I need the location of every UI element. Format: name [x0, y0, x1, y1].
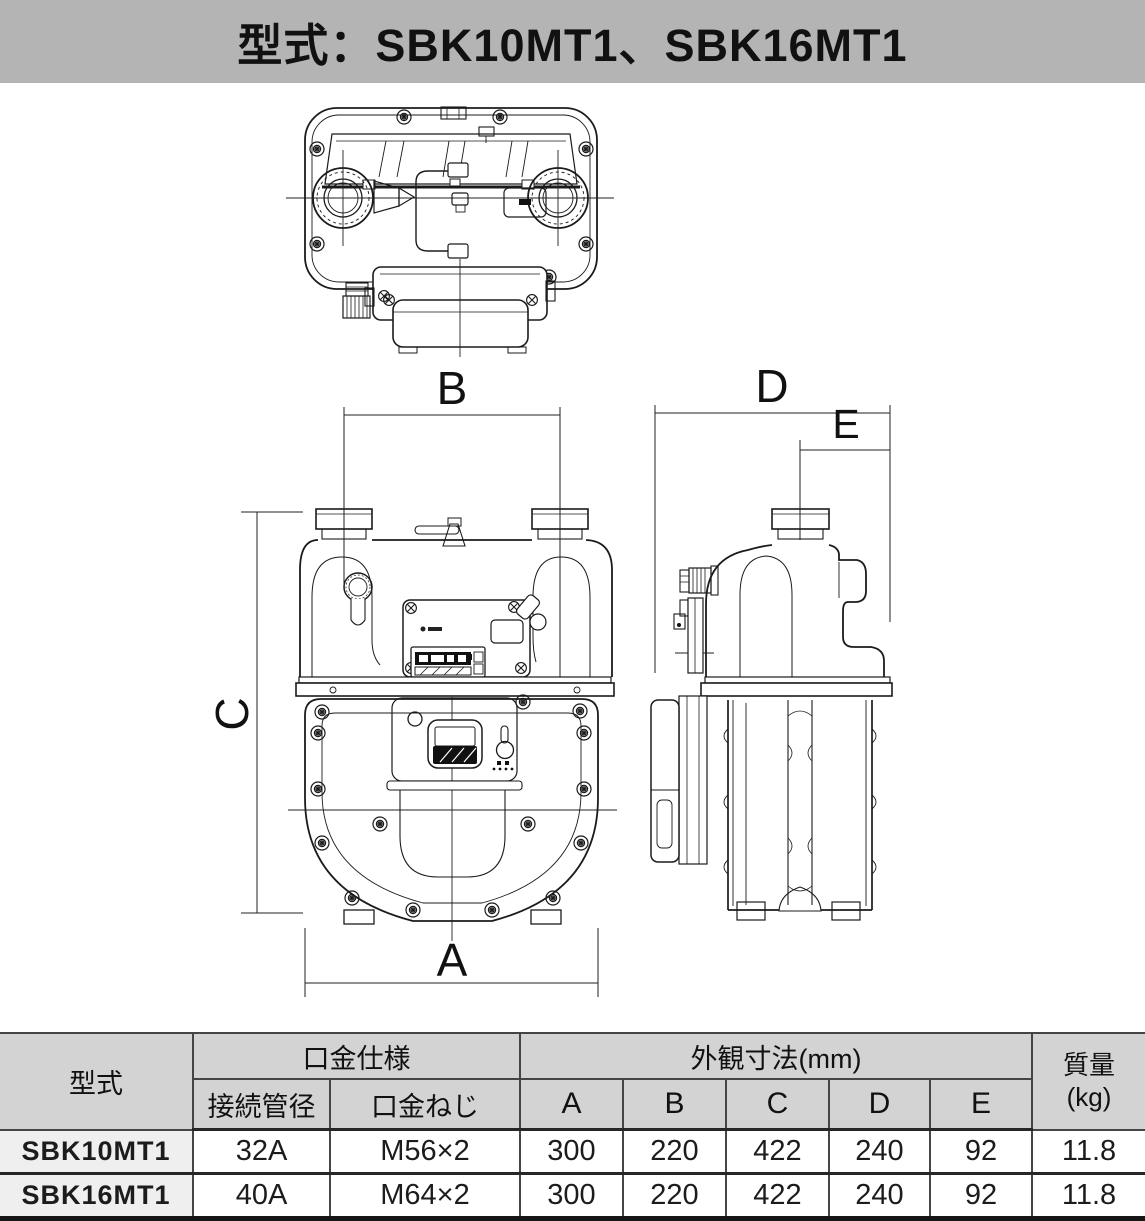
mass-label-line1: 質量 [1062, 1049, 1115, 1080]
cell-dim-d: 240 [828, 1128, 931, 1175]
cell-model: SBK16MT1 [0, 1172, 194, 1220]
front-view-drawing: B C A [206, 362, 617, 997]
dimension-a [304, 928, 599, 997]
col-header-dim-e: E [929, 1078, 1033, 1131]
dim-label-d: D [755, 360, 788, 412]
cell-thread: M64×2 [329, 1172, 521, 1220]
col-group-dimensions: 外観寸法(mm) [519, 1032, 1033, 1080]
dim-label-c: C [206, 697, 258, 730]
spec-table: 型式 口金仕様 外観寸法(mm) 質量(kg) 接続管径 口金ねじ A B C … [0, 1032, 1145, 1221]
meter-drawing-svg: B C A [206, 106, 893, 997]
cell-dim-b: 220 [622, 1128, 727, 1175]
cell-pipe: 40A [192, 1172, 331, 1220]
technical-drawing: B C A [0, 83, 1145, 1032]
col-header-dim-a: A [519, 1078, 624, 1131]
col-header-model: 型式 [0, 1032, 194, 1131]
cell-thread: M56×2 [329, 1128, 521, 1175]
col-header-dim-c: C [725, 1078, 830, 1131]
dimension-e [799, 440, 890, 540]
dim-label-e: E [832, 401, 859, 447]
cell-dim-e: 92 [929, 1128, 1033, 1175]
table-row-sbk10mt1: SBK10MT1 32A M56×2 300 220 422 240 92 11… [0, 1128, 1145, 1175]
cell-dim-c: 422 [725, 1172, 830, 1220]
col-header-dim-d: D [828, 1078, 931, 1131]
col-header-dim-b: B [622, 1078, 727, 1131]
cell-dim-c: 422 [725, 1128, 830, 1175]
col-group-fitting: 口金仕様 [192, 1032, 521, 1080]
page-title: 型式：SBK10MT1、SBK16MT1 [237, 20, 908, 71]
cell-dim-e: 92 [929, 1172, 1033, 1220]
dim-label-a: A [437, 934, 468, 986]
cell-dim-a: 300 [519, 1172, 624, 1220]
title-bar: 型式：SBK10MT1、SBK16MT1 [0, 0, 1145, 83]
dimension-c [241, 511, 303, 914]
dim-label-b: B [437, 362, 468, 414]
col-header-mass: 質量(kg) [1031, 1032, 1145, 1131]
cell-model: SBK10MT1 [0, 1128, 194, 1175]
dimension-b [343, 407, 561, 690]
mass-label-line2: (kg) [1066, 1082, 1112, 1113]
cell-dim-b: 220 [622, 1172, 727, 1220]
col-header-thread: 口金ねじ [329, 1078, 521, 1131]
cell-dim-d: 240 [828, 1172, 931, 1220]
cell-dim-a: 300 [519, 1128, 624, 1175]
cell-mass: 11.8 [1031, 1172, 1145, 1220]
col-header-pipe: 接続管径 [192, 1078, 331, 1131]
side-view-drawing: D E [650, 360, 893, 921]
top-view-drawing [286, 106, 614, 357]
cell-mass: 11.8 [1031, 1128, 1145, 1175]
cell-pipe: 32A [192, 1128, 331, 1175]
table-row-sbk16mt1: SBK16MT1 40A M64×2 300 220 422 240 92 11… [0, 1172, 1145, 1220]
dimension-d [654, 405, 891, 673]
